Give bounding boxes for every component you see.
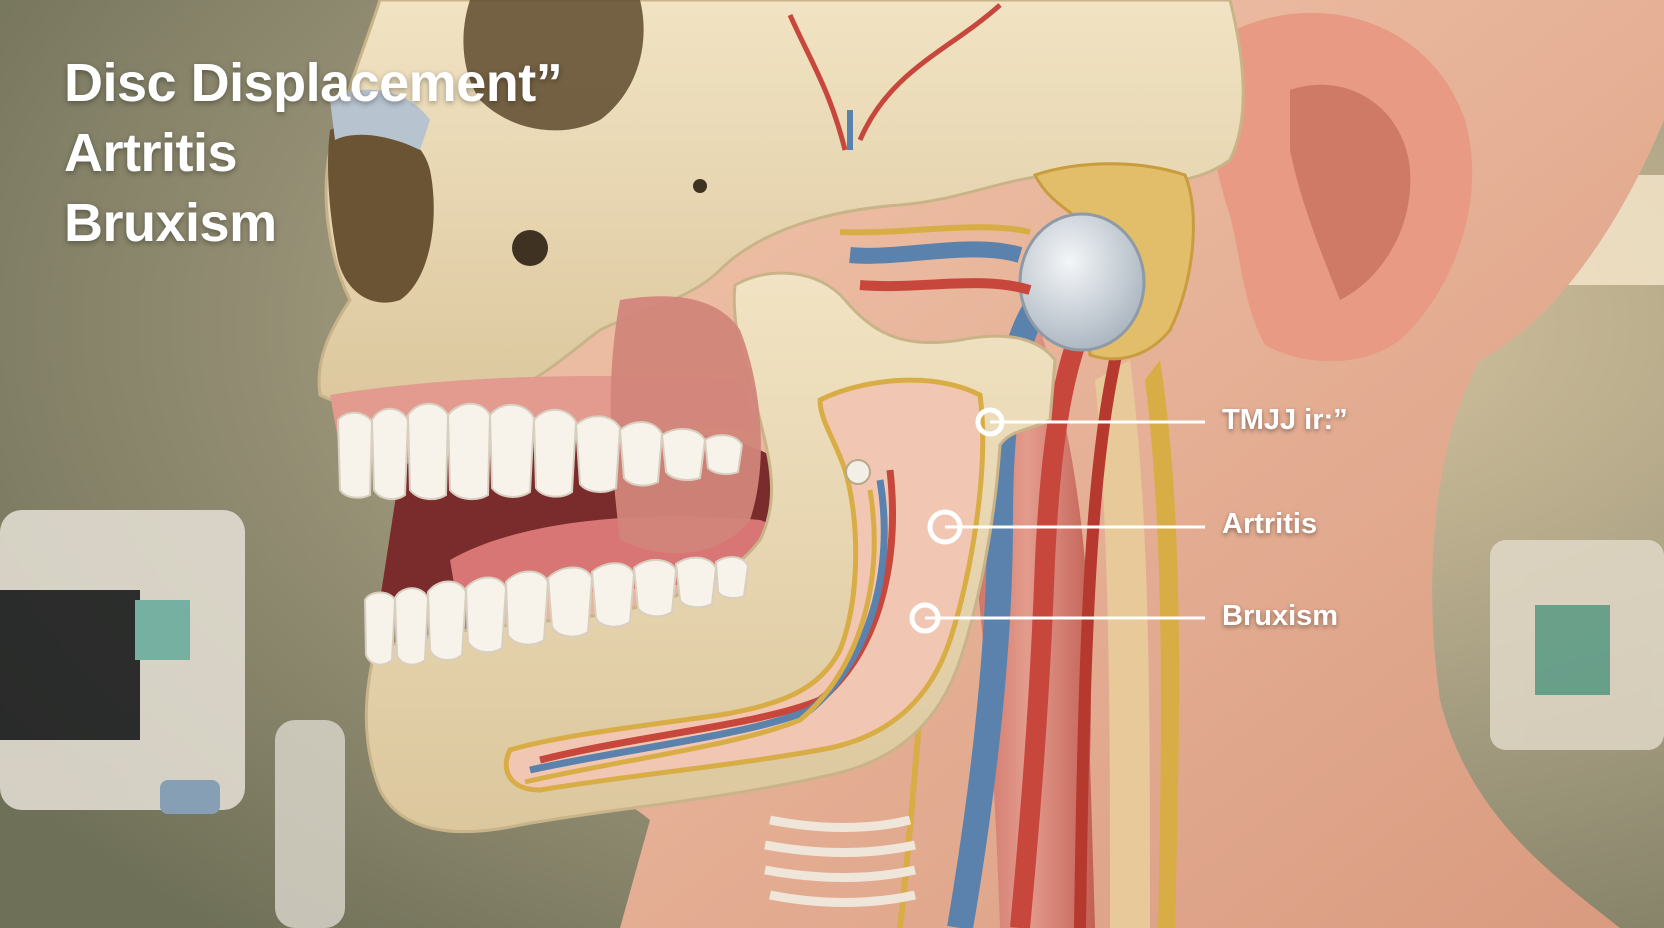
callout-lines [925,420,1205,620]
upper-teeth [336,402,744,501]
callout-label-arthritis: Artritis [1222,508,1318,540]
masseter [610,296,761,554]
background-monitor [0,510,345,928]
callout-markers [909,407,1005,634]
nasal-cavity [327,122,434,303]
title-line-disc-displacement: Disc Displacement” [64,53,563,113]
callout-marker-icon [975,407,1005,437]
callout-marker-icon [909,602,941,634]
condyle [1018,212,1146,352]
orbit [463,0,644,131]
callout-label-tmj: TMJJ ir:” [1222,404,1348,436]
carotid-artery [1010,294,1104,928]
title-line-bruxism: Bruxism [64,193,277,253]
trachea [764,815,916,907]
callout-label-bruxism: Bruxism [1222,600,1339,632]
condition-list: Disc Displacement” Artritis Bruxism [64,48,563,258]
title-line-arthritis: Artritis [64,123,238,183]
callout-marker-icon [927,509,963,545]
lower-teeth [363,556,750,666]
